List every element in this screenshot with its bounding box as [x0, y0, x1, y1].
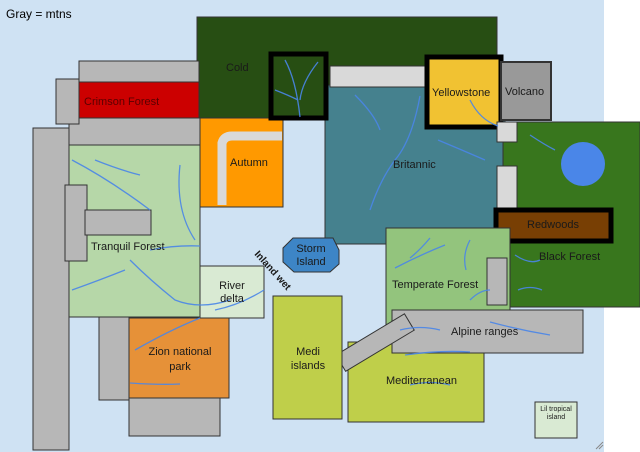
label-medi-islands: Medi islands — [290, 346, 326, 372]
mountain-temperate — [486, 257, 508, 306]
region-crimson-forest[interactable] — [78, 81, 200, 119]
lake — [561, 142, 605, 186]
region-lil-tropical-island[interactable] — [534, 401, 578, 439]
mountain-west — [32, 127, 70, 451]
mountain-east-1 — [496, 121, 518, 143]
mountain-alpine-ranges[interactable] — [391, 309, 584, 354]
label-alpine-ranges: Alpine ranges — [451, 326, 519, 338]
mountain-crimson-bottom — [68, 117, 201, 146]
label-storm-island: Storm Island — [296, 243, 326, 268]
mountain-tranquil-bar — [84, 209, 152, 236]
label-black-forest: Black Forest — [539, 251, 601, 263]
region-storm-island[interactable] — [282, 237, 340, 273]
mountain-zion-bottom — [128, 397, 221, 437]
resize-handle-icon[interactable] — [595, 441, 604, 450]
cold-lake-box — [268, 51, 329, 121]
legend-text: Gray = mtns — [6, 7, 72, 21]
label-volcano: Volcano — [505, 86, 545, 98]
autumn-mountain-path — [217, 131, 282, 205]
mountain-west-spur — [64, 184, 88, 262]
mountain-zion-left — [98, 316, 130, 401]
label-temperate-forest: Temperate Forest — [392, 279, 479, 291]
label-redwoods: Redwoods — [527, 219, 579, 231]
mountain-crimson-left — [55, 78, 80, 125]
region-volcano[interactable] — [500, 61, 552, 121]
mountain-crimson-top — [78, 60, 200, 84]
region-river-delta[interactable] — [199, 265, 265, 319]
label-yellowstone: Yellowstone — [432, 87, 491, 99]
label-mediterranean: Mediterranean — [386, 375, 457, 387]
label-river-delta: River delta — [219, 280, 245, 305]
label-tranquil-forest: Tranquil Forest — [91, 241, 165, 253]
label-lil-tropical-island: Lil tropical island — [540, 406, 572, 421]
rivers — [71, 59, 556, 386]
label-crimson-forest: Crimson Forest — [84, 96, 160, 108]
region-medi-islands[interactable] — [272, 295, 343, 420]
label-autumn: Autumn — [230, 157, 268, 169]
region-redwoods[interactable] — [493, 207, 614, 244]
label-zion-national-park: Zion national park — [148, 346, 212, 373]
label-britannic: Britannic — [393, 159, 436, 171]
label-cold: Cold — [226, 62, 249, 74]
